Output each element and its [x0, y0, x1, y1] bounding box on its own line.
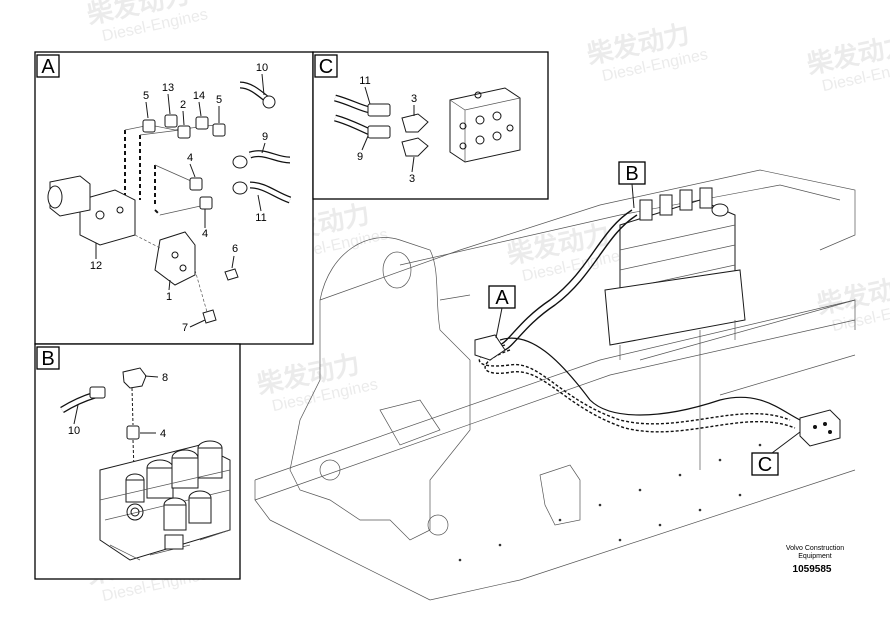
callout-c-11: 11 [359, 75, 370, 87]
distribution-block [799, 409, 841, 447]
callout-a-4-top: 4 [187, 152, 193, 164]
valve-mount-plate [604, 269, 746, 346]
frame-base-edge [254, 299, 856, 481]
hose-pilot-3 [499, 337, 801, 421]
credit-line-1: Volvo Construction [786, 545, 844, 552]
detail-view-b: B [34, 343, 241, 580]
callout-a-11: 11 [255, 212, 266, 224]
hose-pilot-dashed-1 [478, 344, 791, 425]
callout-c-3-bottom: 3 [409, 173, 415, 185]
callout-c-9: 9 [357, 151, 363, 163]
frame-plate-front [269, 469, 856, 601]
lower-pin-hole-right [427, 514, 449, 536]
watermark-7: 柴发动力 Diesel-Engines [803, 29, 890, 95]
callout-a-9: 9 [262, 131, 268, 143]
callout-a-14: 14 [193, 90, 205, 102]
callout-a-13: 13 [162, 82, 174, 94]
overview-callout-b-label: B [625, 163, 638, 185]
solenoid-valve-location [474, 334, 506, 361]
callout-c-3-top: 3 [411, 93, 417, 105]
callout-b-8: 8 [162, 372, 168, 384]
detail-view-c: C 11 3 [312, 51, 549, 200]
boom-foot-casting [289, 237, 471, 541]
hose-pilot-dashed-2 [484, 349, 796, 433]
callout-a-1: 1 [166, 291, 172, 303]
solenoid-valve [47, 175, 136, 246]
frame-rail [719, 354, 856, 396]
hoses [232, 81, 292, 204]
callout-b-4: 4 [160, 428, 166, 440]
watermark-4: 柴发动力 Diesel-Engines [503, 219, 629, 285]
credit-block: Volvo Construction Equipment 1059585 [786, 545, 844, 575]
frame-bolt-holes [458, 443, 762, 562]
machine-overview: A B C [254, 161, 856, 601]
callout-a-4-bottom: 4 [202, 228, 208, 240]
hose-b [60, 367, 147, 471]
overview-callout-c-label: C [758, 454, 772, 476]
detail-view-c-badge [314, 54, 338, 78]
frame-outline [319, 169, 856, 301]
screw-6 [224, 268, 239, 281]
detail-view-b-badge [36, 346, 60, 370]
callout-b-10: 10 [68, 425, 80, 437]
overview-callout-c[interactable]: C [751, 431, 801, 476]
frame-corner [254, 480, 271, 521]
watermark-2: 柴发动力 Diesel-Engines [583, 19, 709, 85]
hose-pilot-2 [504, 214, 638, 351]
frame-side [639, 299, 856, 361]
callout-a-2: 2 [180, 99, 186, 111]
fittings-row [142, 114, 226, 210]
hoses-c [334, 94, 429, 157]
control-valve-assembly [604, 187, 746, 360]
callout-a-10: 10 [256, 62, 268, 74]
overview-callout-a-label: A [495, 287, 509, 309]
credit-line-2: Equipment [798, 553, 832, 560]
casting-window [379, 399, 441, 446]
screw-7 [202, 309, 217, 324]
callout-a-5-right: 5 [216, 94, 222, 106]
boom-pin-hole [382, 251, 412, 289]
callout-a-5-left: 5 [143, 90, 149, 102]
lower-pin-hole [319, 459, 341, 481]
watermark-5: 柴发动力 Diesel-Engines [253, 349, 379, 415]
callout-a-6: 6 [232, 243, 238, 255]
overview-callout-a[interactable]: A [488, 285, 516, 339]
detail-view-a-badge [36, 54, 60, 78]
callout-a-12: 12 [90, 260, 102, 272]
bracket-tab [539, 464, 581, 526]
detail-view-c-label: C [319, 56, 333, 78]
detail-view-a: A [34, 51, 314, 345]
frame-base-edge-lower [254, 319, 856, 501]
detail-view-a-label: A [41, 56, 55, 78]
watermark-1: 柴发动力 Diesel-Engines [83, 0, 209, 45]
callout-a-7: 7 [182, 322, 188, 334]
callouts-a: 10 5 13 2 14 5 9 4 4 11 12 6 1 [90, 62, 268, 334]
overview-callout-b[interactable]: B [618, 161, 646, 209]
valve-block [449, 87, 521, 163]
callouts-b: 8 10 4 [68, 372, 168, 440]
detail-view-b-label: B [41, 348, 54, 370]
valve-bank-b [99, 440, 231, 561]
document-number: 1059585 [793, 564, 832, 575]
bracket [439, 294, 471, 301]
hose-pilot-1 [499, 209, 633, 346]
callouts-c: 11 3 9 3 [357, 75, 417, 185]
